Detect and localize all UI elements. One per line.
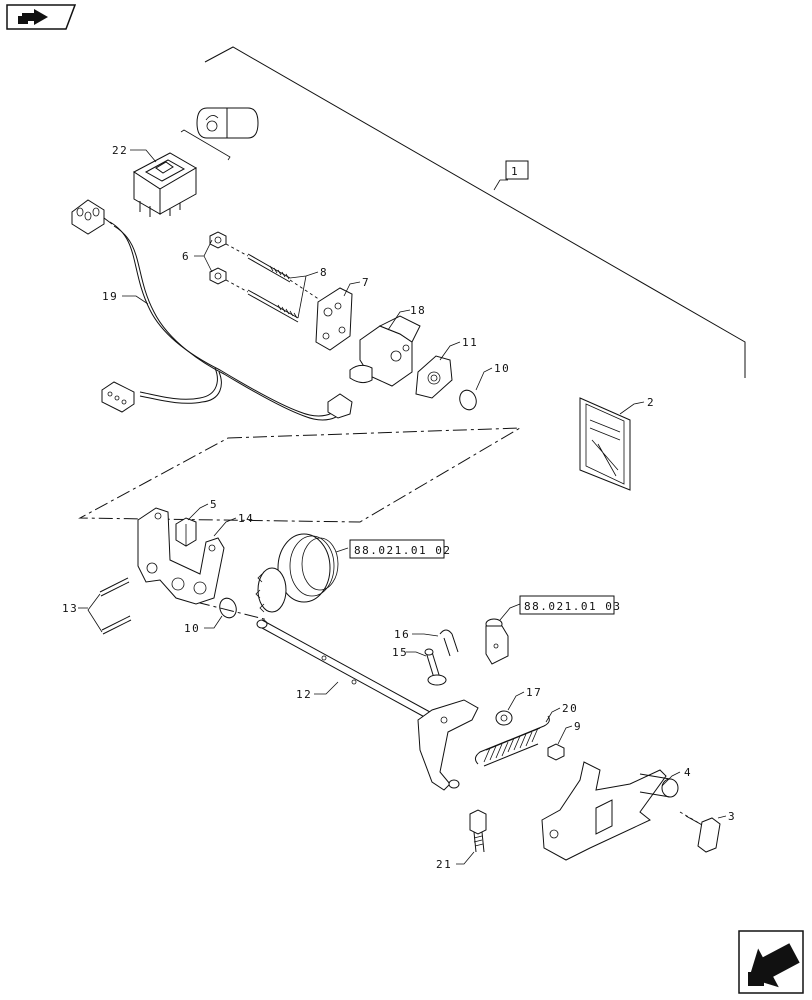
next-page-button[interactable] — [738, 930, 804, 994]
callout-14: 14 — [238, 512, 254, 525]
breather-fitting — [485, 618, 509, 665]
gear-cluster — [255, 533, 339, 613]
callout-13: 13 — [62, 602, 78, 615]
pins-13 — [87, 577, 132, 635]
reference-link-1[interactable]: 88.021.01 02 — [349, 539, 451, 559]
switch-symbol-decal — [180, 107, 259, 161]
nuts-6 — [209, 231, 227, 285]
callout-6: 6 — [182, 250, 190, 263]
return-spring-20 — [474, 715, 550, 767]
shift-shaft-12 — [256, 619, 479, 791]
assembly-boundary — [78, 427, 521, 523]
callout-5: 5 — [210, 498, 218, 511]
instruction-label-2 — [579, 397, 631, 491]
callout-22: 22 — [112, 144, 128, 157]
o-ring-10-lower — [219, 597, 237, 619]
shift-bracket-14 — [137, 507, 225, 605]
callout-21: 21 — [436, 858, 452, 871]
flange-11 — [415, 355, 453, 399]
reference-2-text: 88.021.01 03 — [524, 600, 621, 613]
callout-10-upper: 10 — [494, 362, 510, 375]
callout-7: 7 — [362, 276, 370, 289]
callout-18: 18 — [410, 304, 426, 317]
rocker-switch-22 — [133, 152, 197, 217]
callout-9: 9 — [574, 720, 582, 733]
bolt-21 — [469, 809, 487, 853]
callout-4: 4 — [684, 766, 692, 779]
reference-1-text: 88.021.01 02 — [354, 544, 451, 557]
switch-housing-18 — [349, 315, 421, 387]
o-ring-10-upper — [459, 389, 477, 411]
callout-12: 12 — [296, 688, 312, 701]
arrow-right-icon — [6, 4, 77, 30]
mounting-plate-7 — [315, 287, 353, 351]
wiring-harness-19 — [71, 199, 353, 421]
leader-lines — [78, 149, 727, 865]
callout-17: 17 — [526, 686, 542, 699]
reference-link-2[interactable]: 88.021.01 03 — [519, 595, 621, 615]
callout-3: 3 — [728, 810, 736, 823]
bolts-8 — [225, 243, 321, 323]
callout-19: 19 — [102, 290, 118, 303]
support-bracket-4 — [541, 761, 679, 861]
callout-15: 15 — [392, 646, 408, 659]
callout-10-lower: 10 — [184, 622, 200, 635]
callout-8: 8 — [320, 266, 328, 279]
assembly-bracket — [204, 46, 746, 378]
key-5 — [175, 517, 197, 547]
washer-17 — [495, 710, 513, 726]
callout-1: 1 — [511, 165, 519, 178]
arrow-down-left-icon — [738, 930, 804, 994]
nut-9 — [547, 743, 565, 761]
prev-page-button[interactable] — [6, 4, 77, 30]
callout-1-box: 1 — [505, 160, 529, 180]
callout-2: 2 — [647, 396, 655, 409]
bolt-3 — [679, 811, 721, 853]
callout-11: 11 — [462, 336, 478, 349]
hairpin-clip-16 — [439, 629, 459, 657]
pin-15 — [424, 648, 447, 686]
callout-20: 20 — [562, 702, 578, 715]
callout-16: 16 — [394, 628, 410, 641]
